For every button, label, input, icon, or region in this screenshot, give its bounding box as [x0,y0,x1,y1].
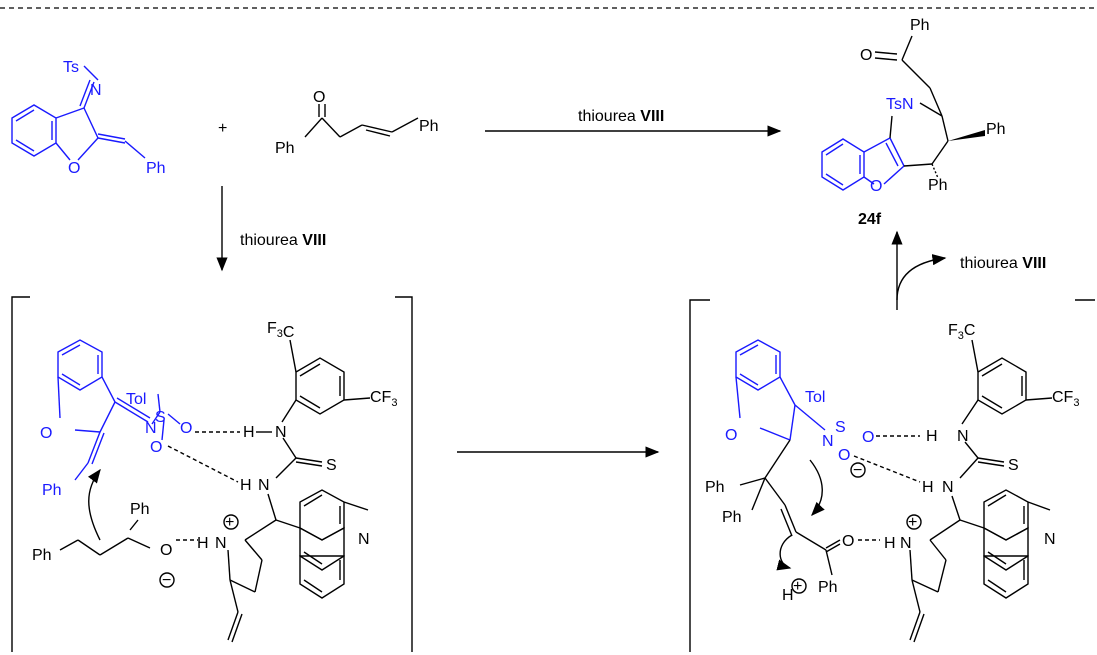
ph-label: Ph [705,479,725,496]
ph-label: Ph [928,177,948,194]
amine-n-label: N [215,535,227,552]
left-transition-state: O N S O O Tol Ph H N H N S F3C CF3 [11,296,413,652]
o-label: O [862,429,874,446]
plus-charge: + [793,578,802,595]
catalyst-release-arrow [896,254,947,301]
tol-label: Tol [126,391,146,408]
carbonyl-o-label: O [313,89,325,106]
ketone-o-label: O [842,533,854,550]
plus-sign: + [218,120,227,137]
right-transition-state: O Tol N S O O − H N H N S F3C CF3 [689,299,1095,652]
f3c-label: F3C [267,320,294,341]
ph-label: Ph [42,482,62,499]
furan-o-label: O [870,178,882,195]
enone-substrate: O Ph Ph [275,89,439,157]
n-label: N [90,82,102,99]
h-label: H [926,428,938,445]
ph-label: Ph [986,121,1006,138]
down-arrow-label: thiourea VIII [240,232,326,249]
s-label: S [326,457,337,474]
quinoline-n-label: N [1044,531,1056,548]
proton-h-label: H [782,587,794,604]
o-label: O [68,160,80,177]
n-label: N [822,433,834,450]
h-label: H [922,479,934,496]
minus-charge: − [853,462,862,479]
amine-n-label: N [900,535,912,552]
n-label: N [275,424,287,441]
n-label: N [957,428,969,445]
f3c-label: F3C [948,322,975,342]
h-label: H [240,477,252,494]
h-label: H [197,535,209,552]
furan-o-label: O [725,427,737,444]
ts-label: Ts [63,59,79,76]
enolate-o-label: O [160,542,172,559]
o-label: O [838,447,850,464]
main-arrow-label: thiourea VIII [578,108,664,125]
cf3-label: CF3 [1052,389,1079,409]
up-arrow-label: thiourea VIII [960,255,1046,272]
n-label: N [145,420,157,437]
n-label: N [942,479,954,496]
ph-label: Ph [32,547,52,564]
quinoline-n-label: N [358,531,370,548]
h-label: H [884,535,896,552]
cf3-label: CF3 [370,389,397,409]
minus-charge: − [162,572,171,589]
plus-charge: + [225,514,234,531]
ph-label: Ph [275,140,295,157]
h-label: H [243,424,255,441]
ph-label: Ph [818,579,838,596]
ph-label: Ph [130,501,150,518]
ph-label: Ph [146,160,166,177]
furan-o-label: O [40,425,52,442]
ph-label: Ph [910,17,930,34]
s-label: S [1008,457,1019,474]
o-label: O [150,439,162,456]
o-label: O [180,420,192,437]
tol-label: Tol [805,389,825,406]
s-label: S [835,419,846,436]
s-label: S [155,409,166,426]
n-label: N [258,477,270,494]
ketone-o-label: O [860,47,872,64]
benzofuran-imine-substrate: Ts N O Ph [11,59,166,177]
ph-label: Ph [419,118,439,135]
product-24f: TsN Ph O Ph Ph O 24f [821,17,1006,228]
ph-label: Ph [722,509,742,526]
tsn-label: TsN [886,96,914,113]
compound-id: 24f [858,211,882,228]
plus-charge: + [908,514,917,531]
